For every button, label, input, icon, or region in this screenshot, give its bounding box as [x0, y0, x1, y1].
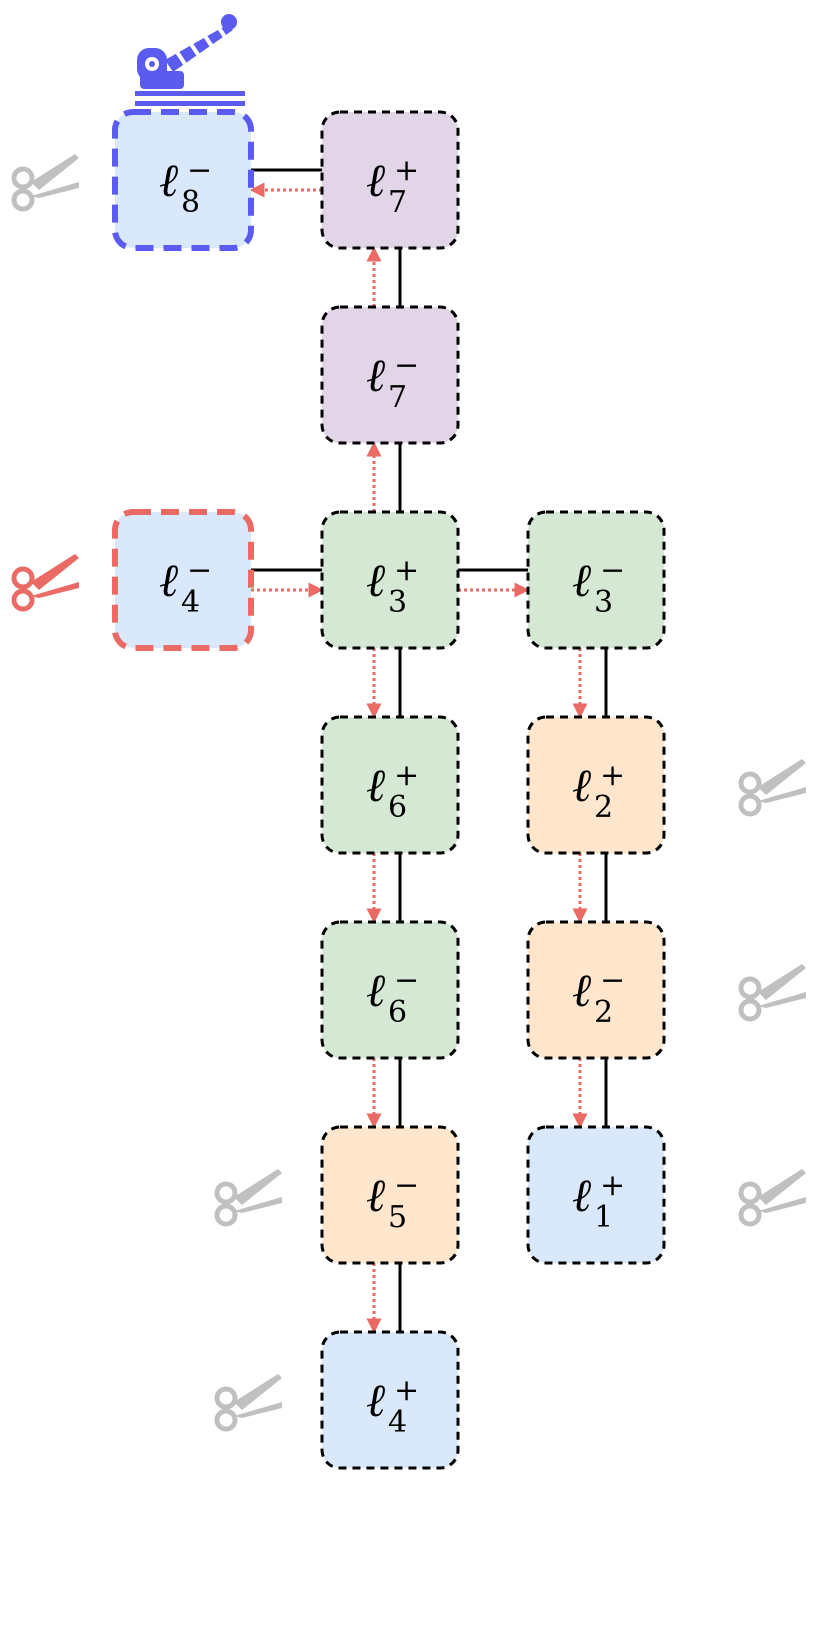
node-label: ℓ: [366, 553, 386, 607]
node-subscript: 3: [594, 585, 613, 620]
node-superscript: −: [187, 153, 212, 188]
node-label: ℓ: [572, 1168, 592, 1222]
node-label: ℓ: [572, 963, 592, 1017]
node-label: ℓ: [366, 1373, 386, 1427]
node-subscript: 3: [388, 585, 407, 620]
node-subscript: 2: [594, 995, 613, 1030]
node-box: [320, 1330, 460, 1470]
node-l1p[interactable]: ℓ+1: [526, 1125, 666, 1265]
node-l2m[interactable]: ℓ−2: [526, 920, 666, 1060]
node-superscript: −: [600, 963, 625, 998]
scissors-icon[interactable]: [14, 154, 79, 209]
node-superscript: −: [600, 553, 625, 588]
node-subscript: 4: [388, 1405, 407, 1440]
decor-layer: [14, 14, 806, 1429]
node-l7m[interactable]: ℓ−7: [320, 305, 460, 445]
node-box: [320, 1125, 460, 1265]
node-box: [320, 110, 460, 250]
node-subscript: 6: [388, 995, 407, 1030]
node-l4m[interactable]: ℓ−4: [112, 509, 254, 651]
node-superscript: −: [394, 963, 419, 998]
node-superscript: −: [187, 553, 212, 588]
node-label: ℓ: [366, 963, 386, 1017]
node-box: [112, 509, 254, 651]
scissors-icon[interactable]: [741, 964, 806, 1019]
node-box: [112, 109, 254, 251]
node-l6m[interactable]: ℓ−6: [320, 920, 460, 1060]
scissors-icon[interactable]: [217, 1374, 282, 1429]
node-box: [320, 920, 460, 1060]
node-label: ℓ: [159, 553, 179, 607]
node-label: ℓ: [366, 348, 386, 402]
edge-layer: [251, 168, 608, 1332]
scissors-icon[interactable]: [14, 554, 79, 609]
node-label: ℓ: [366, 153, 386, 207]
node-l5m[interactable]: ℓ−5: [320, 1125, 460, 1265]
node-l2p[interactable]: ℓ+2: [526, 715, 666, 855]
node-box: [526, 920, 666, 1060]
node-label: ℓ: [572, 758, 592, 812]
node-l6p[interactable]: ℓ+6: [320, 715, 460, 855]
arrow-layer: [249, 182, 588, 1334]
node-box: [526, 1125, 666, 1265]
node-subscript: 6: [388, 790, 407, 825]
node-box: [526, 510, 666, 650]
node-subscript: 1: [594, 1200, 613, 1235]
node-superscript: −: [394, 348, 419, 383]
node-superscript: +: [394, 758, 419, 793]
scissors-icon[interactable]: [217, 1169, 282, 1224]
node-box: [320, 305, 460, 445]
scissors-icon[interactable]: [741, 759, 806, 814]
node-label: ℓ: [366, 1168, 386, 1222]
node-l3m[interactable]: ℓ−3: [526, 510, 666, 650]
node-l8m[interactable]: ℓ−8: [112, 109, 254, 251]
node-superscript: +: [600, 1168, 625, 1203]
node-box: [320, 715, 460, 855]
node-label: ℓ: [572, 553, 592, 607]
robot-arm-icon: [135, 14, 245, 106]
node-subscript: 8: [181, 185, 200, 220]
node-superscript: +: [394, 553, 419, 588]
scissors-icon[interactable]: [741, 1169, 806, 1224]
node-label: ℓ: [159, 153, 179, 207]
node-box: [526, 715, 666, 855]
node-superscript: −: [394, 1168, 419, 1203]
node-subscript: 2: [594, 790, 613, 825]
node-subscript: 5: [388, 1200, 407, 1235]
node-l3p[interactable]: ℓ+3: [320, 510, 460, 650]
node-box: [320, 510, 460, 650]
node-superscript: +: [394, 1373, 419, 1408]
node-subscript: 7: [388, 380, 407, 415]
node-subscript: 7: [388, 185, 407, 220]
node-l7p[interactable]: ℓ+7: [320, 110, 460, 250]
node-l4p[interactable]: ℓ+4: [320, 1330, 460, 1470]
node-label: ℓ: [366, 758, 386, 812]
node-superscript: +: [394, 153, 419, 188]
node-subscript: 4: [181, 585, 200, 620]
node-superscript: +: [600, 758, 625, 793]
